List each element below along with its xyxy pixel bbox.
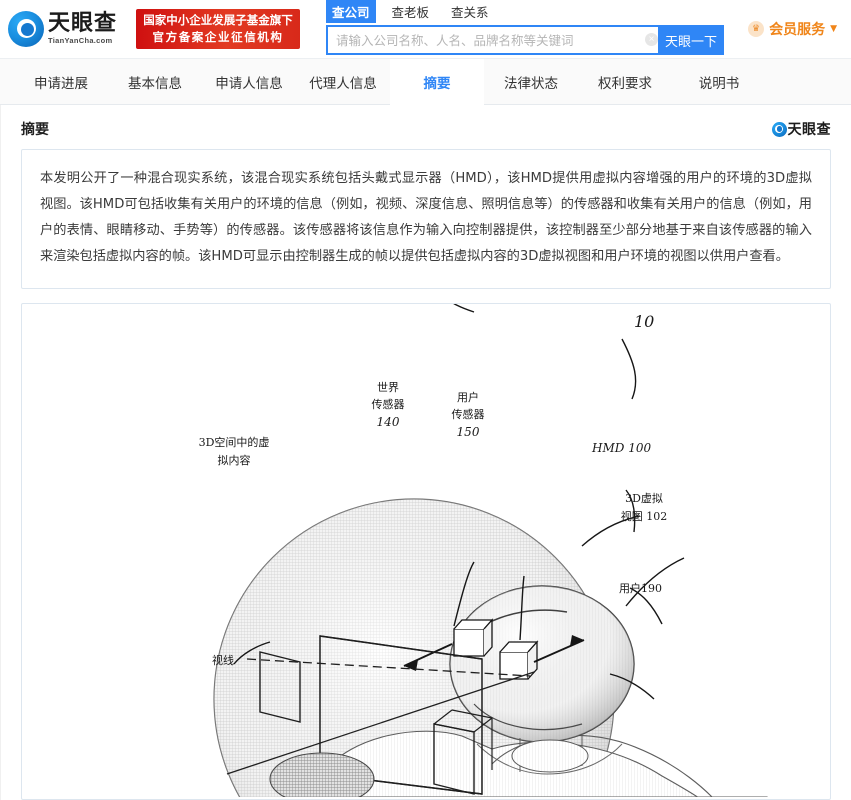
crown-icon: ♛ bbox=[748, 21, 765, 37]
member-service-label: 会员服务 bbox=[769, 22, 826, 38]
figure-text-labels: 10 世界 传感器 140 用户 传感器 150 3D空间中的虚 拟内容 HMD… bbox=[199, 312, 668, 667]
virtual-content-plane-left bbox=[259, 651, 301, 723]
label-3d-view-line1: 3D虚拟 bbox=[625, 491, 663, 505]
member-service-menu[interactable]: ♛ 会员服务 ▼ bbox=[748, 19, 837, 39]
label-user-sensor-line2: 传感器 bbox=[452, 408, 485, 421]
label-virtual-content-line1: 3D空间中的虚 bbox=[199, 435, 270, 449]
search-tab-boss[interactable]: 查老板 bbox=[391, 5, 430, 20]
user-sensor-cube bbox=[499, 640, 539, 680]
label-fig-number: 10 bbox=[634, 312, 654, 331]
search-row: × 天眼一下 bbox=[326, 25, 724, 55]
abstract-panel: 本发明公开了一种混合现实系统，该混合现实系统包括头戴式显示器（HMD），该HMD… bbox=[21, 149, 831, 289]
site-header: 天眼查 TianYanCha.com 国家中小企业发展子基金旗下 官方备案企业征… bbox=[0, 0, 851, 58]
tianyancha-eye-logo-icon bbox=[8, 11, 44, 47]
search-submit-button[interactable]: 天眼一下 bbox=[658, 25, 724, 55]
label-user-sensor-number: 150 bbox=[457, 425, 480, 439]
label-user-sensor-line1: 用户 bbox=[457, 390, 479, 404]
world-sensor-cube bbox=[453, 618, 494, 657]
patent-figure-panel: 10 世界 传感器 140 用户 传感器 150 3D空间中的虚 拟内容 HMD… bbox=[21, 303, 831, 800]
search-tab-relation[interactable]: 查关系 bbox=[451, 5, 489, 20]
tab-agent-info[interactable]: 代理人信息 bbox=[309, 75, 377, 92]
tab-abstract[interactable]: 摘要 bbox=[390, 59, 484, 105]
logo-chinese-name: 天眼查 bbox=[48, 11, 118, 37]
page-title: 摘要 bbox=[21, 122, 49, 138]
label-world-sensor-line2: 传感器 bbox=[372, 398, 405, 411]
search-block: 查公司 查老板 查关系 × 天眼一下 bbox=[326, 0, 724, 55]
sensor-direction-arrows bbox=[403, 635, 585, 671]
label-3d-view-line2: 视图 102 bbox=[621, 509, 668, 523]
section-header: 摘要 天眼查 bbox=[15, 105, 837, 149]
leader-lines bbox=[233, 304, 685, 700]
search-input[interactable] bbox=[326, 25, 667, 55]
chevron-down-icon: ▼ bbox=[830, 24, 837, 34]
logo-text-block: 天眼查 TianYanCha.com bbox=[48, 13, 117, 45]
logo-domain-name: TianYanCha.com bbox=[48, 36, 113, 46]
label-sightline: 视线 bbox=[212, 653, 234, 667]
label-world-sensor-number: 140 bbox=[377, 415, 400, 429]
clear-icon[interactable]: × bbox=[645, 33, 658, 46]
search-tab-list: 查公司 查老板 查关系 bbox=[326, 0, 724, 23]
watermark-eye-icon bbox=[771, 121, 787, 137]
government-credential-banner: 国家中小企业发展子基金旗下 官方备案企业征信机构 bbox=[136, 9, 300, 49]
label-virtual-content-line2: 拟内容 bbox=[218, 453, 251, 467]
site-logo[interactable]: 天眼查 TianYanCha.com bbox=[8, 11, 126, 47]
patent-figure-drawing: 10 世界 传感器 140 用户 传感器 150 3D空间中的虚 拟内容 HMD… bbox=[199, 304, 768, 797]
sight-line bbox=[226, 658, 535, 775]
banner-line-1: 国家中小企业发展子基金旗下 bbox=[143, 13, 293, 27]
label-world-sensor-line1: 世界 bbox=[377, 381, 399, 394]
patent-section-tabs: 申请进展 基本信息 申请人信息 代理人信息 摘要 法律状态 权利要求 说明书 bbox=[0, 58, 851, 105]
tab-applicant-info[interactable]: 申请人信息 bbox=[215, 75, 283, 92]
watermark-label: 天眼查 bbox=[787, 122, 831, 138]
tab-claims[interactable]: 权利要求 bbox=[598, 75, 652, 92]
label-hmd: HMD 100 bbox=[591, 441, 651, 455]
tab-basic-info[interactable]: 基本信息 bbox=[128, 75, 182, 92]
main-content: 摘要 天眼查 本发明公开了一种混合现实系统，该混合现实系统包括头戴式显示器（HM… bbox=[0, 105, 851, 800]
hmd-user-head bbox=[449, 585, 635, 773]
search-tab-company[interactable]: 查公司 bbox=[326, 0, 376, 23]
abstract-text: 本发明公开了一种混合现实系统，该混合现实系统包括头戴式显示器（HMD），该HMD… bbox=[40, 171, 812, 264]
watermark-logo: 天眼查 bbox=[771, 119, 832, 139]
label-user190: 用户190 bbox=[619, 581, 662, 595]
tab-description[interactable]: 说明书 bbox=[698, 75, 740, 92]
tab-application-progress[interactable]: 申请进展 bbox=[34, 75, 88, 92]
tab-legal-status[interactable]: 法律状态 bbox=[504, 75, 558, 92]
banner-line-2: 官方备案企业征信机构 bbox=[152, 30, 284, 44]
